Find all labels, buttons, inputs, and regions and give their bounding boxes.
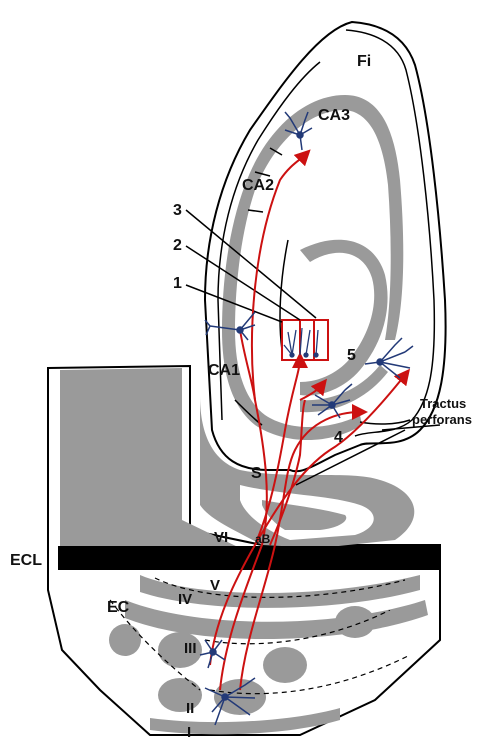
- label-ca3: CA3: [318, 107, 350, 124]
- label-v: V: [210, 577, 220, 594]
- label-ca1: CA1: [208, 362, 240, 379]
- label-5: 5: [347, 347, 356, 364]
- label-3: 3: [173, 202, 182, 219]
- label-i: I: [187, 724, 191, 741]
- label-ab: aB: [255, 532, 271, 546]
- label-ecl: ECL: [10, 552, 42, 569]
- label-iv: IV: [178, 591, 192, 608]
- label-1: 1: [173, 275, 182, 292]
- label-perforans: perforans: [412, 412, 472, 427]
- label-iii: III: [184, 640, 197, 657]
- label-vi: VI: [214, 529, 228, 546]
- ecl-band: [58, 546, 440, 570]
- label-ca2: CA2: [242, 177, 274, 194]
- label-2: 2: [173, 237, 182, 254]
- label-ii: II: [186, 700, 194, 717]
- label-tractus: Tractus: [420, 396, 466, 411]
- label-ec: EC: [107, 599, 130, 616]
- label-s: S: [251, 465, 262, 482]
- label-fi: Fi: [357, 53, 371, 70]
- label-4: 4: [334, 429, 343, 446]
